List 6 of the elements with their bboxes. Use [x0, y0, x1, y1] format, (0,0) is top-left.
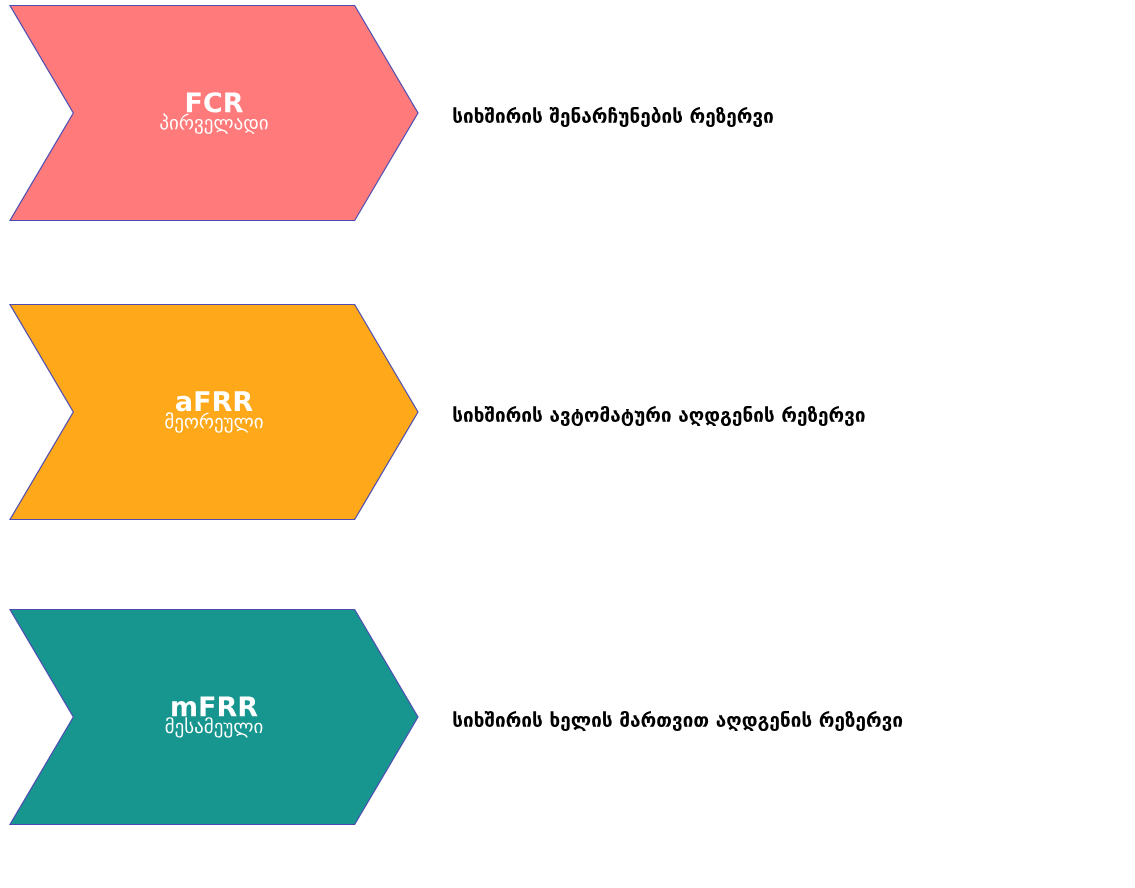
description-text: სიხშირის შენარჩუნების რეზერვი	[453, 106, 773, 128]
chevron-box: aFRR მეორეული	[8, 303, 419, 521]
chevron-box: FCR პირველადი	[8, 4, 419, 222]
chevron-box: mFRR მესამეული	[8, 608, 419, 826]
description-text: სიხშირის ხელის მართვით აღდგენის რეზერვი	[453, 710, 903, 732]
description-text: სიხშირის ავტომატური აღდგენის რეზერვი	[453, 405, 865, 427]
